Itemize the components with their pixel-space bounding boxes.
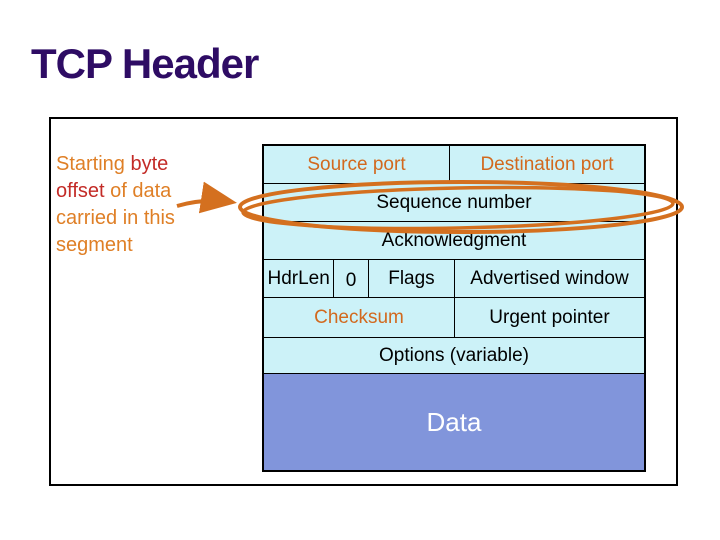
annotation-segment: byte offset <box>56 153 169 202</box>
table-row: HdrLen 0 Flags Advertised window <box>264 260 644 298</box>
table-row: Data <box>264 374 644 470</box>
cell-checksum: Checksum <box>264 298 455 337</box>
table-row: Sequence number <box>264 184 644 222</box>
annotation-segment: Starting <box>56 153 131 175</box>
annotation-segment: of data carried in this segment <box>56 180 175 256</box>
cell-destination-port: Destination port <box>480 153 614 175</box>
cell-advertised-window: Advertised window <box>470 267 629 289</box>
table-row: Acknowledgment <box>264 222 644 260</box>
tcp-header-table: Source port Destination port Sequence nu… <box>262 144 646 472</box>
cell-options: Options (variable) <box>379 344 529 366</box>
cell-urgent-pointer: Urgent pointer <box>489 306 610 328</box>
table-row: Options (variable) <box>264 338 644 374</box>
annotation-text: Starting byte offset of data carried in … <box>56 151 208 259</box>
cell-sequence-number: Sequence number <box>376 191 532 213</box>
table-row: Source port Destination port <box>264 146 644 184</box>
cell-data: Data <box>264 374 644 470</box>
table-row: Checksum Urgent pointer <box>264 298 644 338</box>
cell-flags: Flags <box>369 260 455 297</box>
slide-title: TCP Header <box>31 40 259 87</box>
cell-source-port: Source port <box>264 146 450 183</box>
cell-acknowledgment: Acknowledgment <box>381 229 527 251</box>
cell-zero: 0 <box>334 260 369 297</box>
cell-hdrlen: HdrLen <box>264 260 335 297</box>
